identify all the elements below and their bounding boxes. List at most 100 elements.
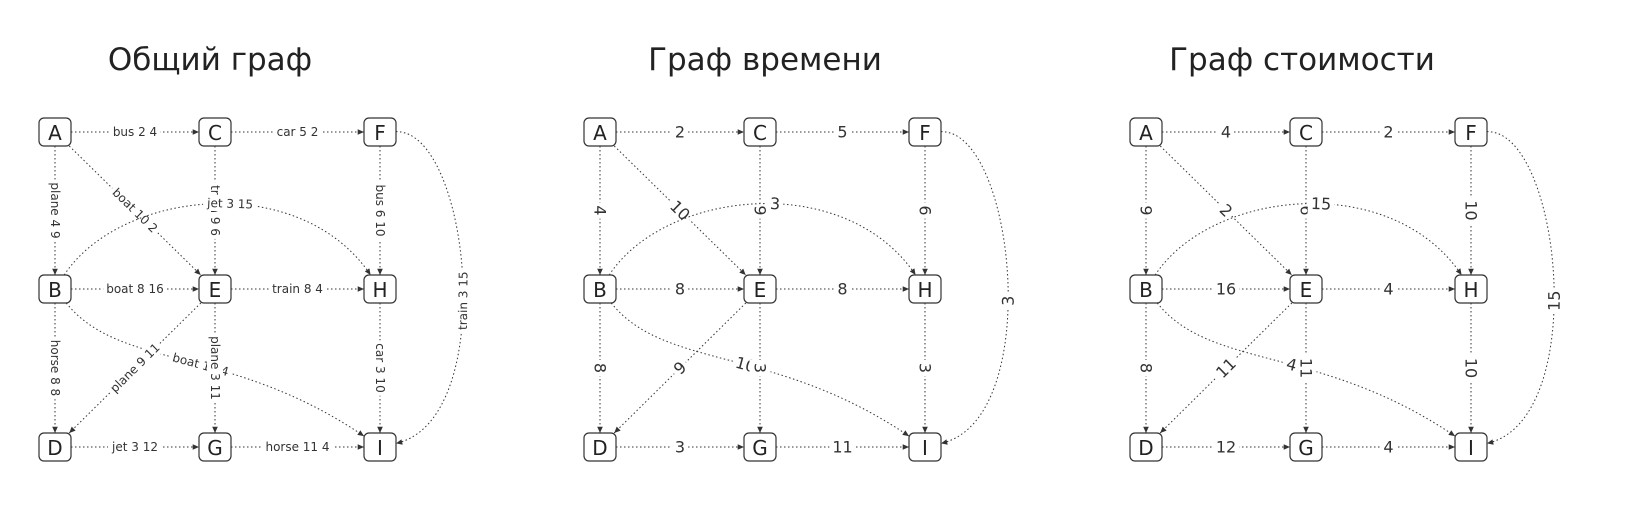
edge-label: 11 xyxy=(832,438,852,457)
node-label: H xyxy=(372,278,387,302)
edge-b-e: 16 xyxy=(1162,278,1290,300)
edge-label: jet 3 15 xyxy=(206,196,253,212)
edge-g-i: 4 xyxy=(1322,436,1455,458)
edge-label: car 5 2 xyxy=(277,125,319,139)
edge-label: boat 10 2 xyxy=(110,185,161,235)
node-e: E xyxy=(1289,274,1323,304)
node-label: G xyxy=(1298,436,1314,460)
node-label: G xyxy=(207,436,223,460)
edge-label: 8 xyxy=(675,280,685,299)
edge-label: 4 xyxy=(1284,354,1299,375)
node-g: G xyxy=(198,432,232,462)
node-label: F xyxy=(374,121,386,145)
edge-label: 8 xyxy=(1137,363,1156,373)
edge-a-c: bus 2 4 xyxy=(71,124,199,140)
node-f: F xyxy=(363,117,397,147)
edge-a-e: boat 10 2 xyxy=(68,145,202,276)
edge-label: 10 xyxy=(666,197,694,225)
edge-label: 11 xyxy=(1297,358,1316,378)
edge-b-e: boat 8 16 xyxy=(71,281,199,297)
node-label: B xyxy=(48,278,62,302)
edge-e-g: 11 xyxy=(1295,303,1317,433)
edge-b-h: 3 xyxy=(608,192,917,276)
edge-label: 15 xyxy=(1545,290,1564,311)
edge-label: 3 xyxy=(916,363,935,373)
edge-a-c: 2 xyxy=(616,121,744,143)
node-e: E xyxy=(743,274,777,304)
node-label: G xyxy=(752,436,768,460)
node-g: G xyxy=(743,432,777,462)
edge-label: 2 xyxy=(1383,123,1393,142)
node-label: C xyxy=(208,121,222,145)
edge-b-d: horse 8 8 xyxy=(47,303,63,433)
edge-label: 3 xyxy=(751,363,770,373)
node-label: D xyxy=(592,436,607,460)
edge-d-g: jet 3 12 xyxy=(71,439,199,455)
edge-label: boat 8 16 xyxy=(106,282,164,296)
edge-label: 16 xyxy=(1216,280,1236,299)
edge-c-f: car 5 2 xyxy=(231,124,364,140)
edge-g-i: horse 11 4 xyxy=(231,439,364,455)
edge-label: 2 xyxy=(675,123,685,142)
node-d: D xyxy=(1129,432,1163,462)
edge-e-h: 8 xyxy=(776,278,909,300)
edge-h-i: car 3 10 xyxy=(372,303,388,433)
node-label: C xyxy=(753,121,767,145)
node-i: I xyxy=(363,432,397,462)
node-label: C xyxy=(1299,121,1313,145)
node-label: H xyxy=(1463,278,1478,302)
node-label: A xyxy=(48,121,62,145)
edge-label: plane 4 9 xyxy=(48,182,62,238)
node-label: I xyxy=(922,436,928,460)
edge-label: 6 xyxy=(916,205,935,215)
node-g: G xyxy=(1289,432,1323,462)
edge-label: 5 xyxy=(837,123,847,142)
node-a: A xyxy=(583,117,617,147)
panel-title-cost: Граф стоимости xyxy=(1169,42,1435,78)
node-f: F xyxy=(908,117,942,147)
edge-label: 4 xyxy=(1383,280,1393,299)
edge-b-h: jet 3 15 xyxy=(63,194,372,276)
edge-f-i: 15 xyxy=(1486,131,1565,445)
edge-b-d: 8 xyxy=(589,303,611,433)
edge-d-g: 3 xyxy=(616,436,744,458)
edge-label: 15 xyxy=(1311,194,1332,214)
node-i: I xyxy=(1454,432,1488,462)
node-label: H xyxy=(917,278,932,302)
edge-e-h: 4 xyxy=(1322,278,1455,300)
edge-label: 11 xyxy=(1212,354,1240,382)
node-label: D xyxy=(47,436,62,460)
edge-label: 4 xyxy=(591,205,610,215)
edge-g-i: 11 xyxy=(776,436,909,458)
node-label: B xyxy=(1139,278,1153,302)
edge-d-g: 12 xyxy=(1162,436,1290,458)
edge-label: jet 3 12 xyxy=(111,440,158,454)
node-b: B xyxy=(583,274,617,304)
node-a: A xyxy=(38,117,72,147)
edge-f-i: train 3 15 xyxy=(395,131,472,445)
edge-label: bus 2 4 xyxy=(113,125,157,139)
edge-label: horse 11 4 xyxy=(265,440,329,454)
node-label: F xyxy=(1465,121,1477,145)
edge-label: train 8 4 xyxy=(272,282,323,296)
node-b: B xyxy=(1129,274,1163,304)
edge-label: 10 xyxy=(1462,200,1481,220)
edge-label: 8 xyxy=(837,280,847,299)
edge-a-c: 4 xyxy=(1162,121,1290,143)
edge-h-i: 10 xyxy=(1460,303,1482,433)
edge-label: train 3 15 xyxy=(456,271,471,330)
node-label: E xyxy=(754,278,767,302)
edge-a-e: 10 xyxy=(613,145,747,276)
edge-label: plane 9 11 xyxy=(107,341,162,396)
panel-title-time: Граф времени xyxy=(648,42,882,78)
node-label: E xyxy=(209,278,222,302)
edge-c-e: 9 xyxy=(749,146,771,275)
node-h: H xyxy=(1454,274,1488,304)
node-i: I xyxy=(908,432,942,462)
panel-title-general: Общий граф xyxy=(107,42,313,78)
edge-label: 12 xyxy=(1216,438,1236,457)
